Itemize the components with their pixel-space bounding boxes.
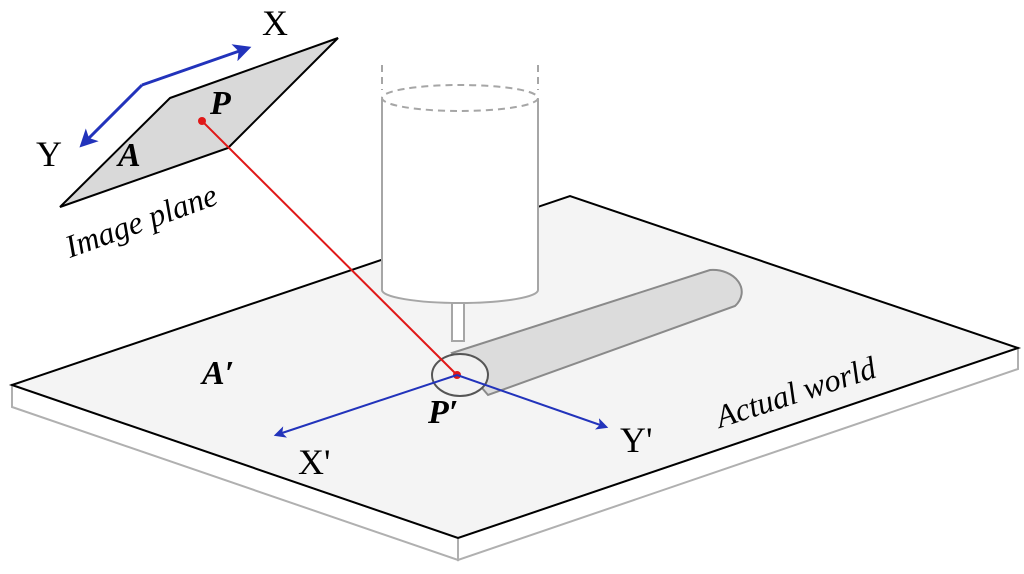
camera-lens-stem: [451, 302, 465, 342]
image-axis-y-arrow: [79, 83, 144, 148]
cylinder-camera-icon: [381, 65, 539, 342]
point-p-marker: [198, 117, 206, 125]
world-axes: [273, 374, 609, 438]
world-axis-x-arrow: [273, 374, 458, 438]
world-region-label: A′: [200, 355, 234, 392]
world-point-label: P′: [427, 394, 458, 431]
image-region-label: A: [116, 137, 141, 174]
projection-ray: [201, 120, 458, 376]
image-axis-y-label: Y: [36, 134, 62, 174]
world-axis-y-label: Y': [620, 420, 652, 460]
image-point-label: P: [209, 85, 231, 122]
image-plane-axes: [79, 44, 252, 148]
image-axis-x-label: X: [262, 3, 288, 43]
image-axis-x-arrow: [141, 44, 252, 87]
world-axis-x-label: X': [298, 442, 330, 482]
world-axis-y-arrow: [456, 374, 609, 430]
